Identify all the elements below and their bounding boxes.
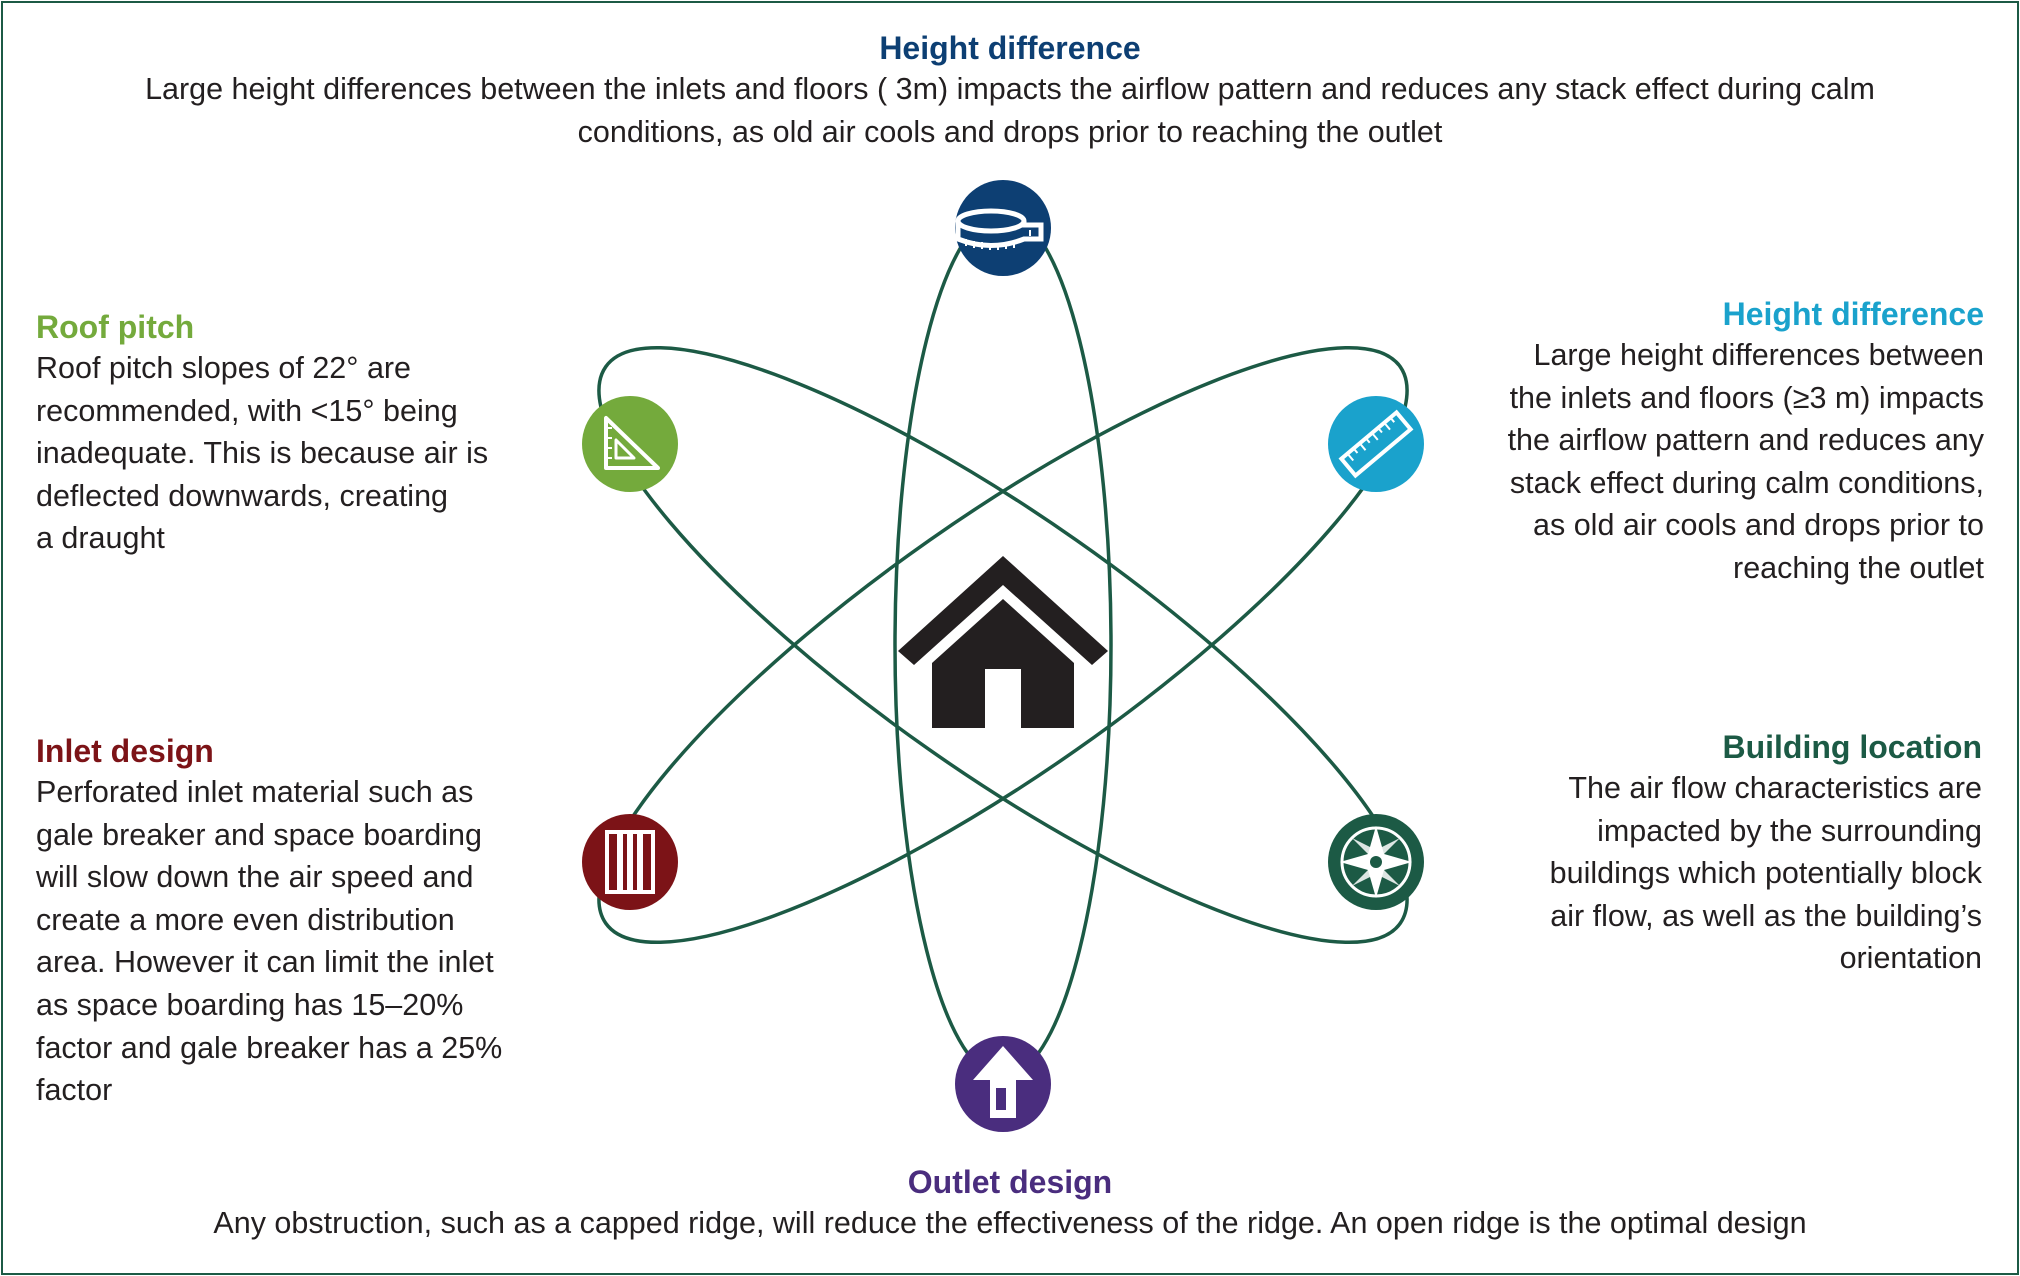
height-difference-right-line: stack effect during calm conditions, [1509, 465, 1984, 500]
roof-pitch-title: Roof pitch [36, 309, 195, 345]
inlet-design-line: will slow down the air speed and [36, 860, 474, 895]
inlet-design-line: area. However it can limit the inlet [36, 945, 494, 980]
height-difference-right-line: Large height differences between [1533, 338, 1985, 372]
ruler-icon [1328, 396, 1424, 492]
building-location-line: impacted by the surrounding [1597, 813, 1982, 848]
inlet-design-title: Inlet design [36, 733, 214, 769]
building-location-title: Building location [1722, 729, 1982, 765]
height-difference-top-line: Large height differences between the inl… [145, 72, 1875, 106]
compass-rose-icon [1328, 814, 1424, 910]
inlet-design-line: create a more even distribution [36, 902, 455, 937]
building-location-line: air flow, as well as the building’s [1550, 898, 1982, 933]
roof-pitch-line: inadequate. This is because air is [36, 436, 489, 471]
roof-pitch-line: recommended, with <15° being [36, 393, 458, 428]
roof-pitch-line: a draught [36, 521, 165, 556]
roof-pitch-block: Roof pitch Roof pitch slopes of 22° are … [36, 307, 556, 560]
orbit-diagonal-a [597, 345, 1409, 945]
height-difference-top-block: Height difference Large height differenc… [40, 28, 1980, 153]
inlet-design-block: Inlet design Perforated inlet material s… [36, 731, 596, 1112]
roof-pitch-line: deflected downwards, creating [36, 478, 448, 513]
outlet-design-block: Outlet design Any obstruction, such as a… [40, 1162, 1980, 1245]
building-location-line: The air flow characteristics are [1568, 771, 1982, 805]
inlet-design-line: as space boarding has 15–20% [36, 987, 464, 1022]
height-difference-right-line: the inlets and floors (≥3 m) impacts [1509, 380, 1984, 415]
height-difference-right-line: reaching the outlet [1733, 550, 1984, 585]
outlet-design-line: Any obstruction, such as a capped ridge,… [213, 1206, 1807, 1240]
height-difference-top-line: conditions, as old air cools and drops p… [577, 114, 1443, 149]
building-location-line: orientation [1839, 941, 1982, 976]
inlet-design-line: gale breaker and space boarding [36, 817, 482, 852]
orbit-diagonal-b [597, 345, 1409, 945]
height-difference-right-title: Height difference [1722, 296, 1984, 332]
height-difference-right-line: the airflow pattern and reduces any [1507, 423, 1984, 458]
height-difference-right-block: Height difference Large height differenc… [1420, 294, 1984, 590]
house-icon [898, 556, 1108, 728]
tape-measure-icon [955, 180, 1051, 276]
inlet-design-line: factor [36, 1073, 113, 1108]
upward-arrow-icon [955, 1036, 1051, 1132]
set-square-icon [582, 396, 678, 492]
inlet-design-line: factor and gale breaker has a 25% [36, 1030, 503, 1065]
vertical-bars-icon [582, 814, 678, 910]
building-location-line: buildings which potentially block [1549, 856, 1982, 891]
inlet-design-line: Perforated inlet material such as [36, 775, 474, 809]
building-location-block: Building location The air flow character… [1420, 727, 1982, 980]
roof-pitch-line: Roof pitch slopes of 22° are [36, 351, 412, 385]
height-difference-right-line: as old air cools and drops prior to [1533, 508, 1984, 543]
height-difference-top-title: Height difference [879, 30, 1141, 66]
outlet-design-title: Outlet design [907, 1164, 1113, 1200]
